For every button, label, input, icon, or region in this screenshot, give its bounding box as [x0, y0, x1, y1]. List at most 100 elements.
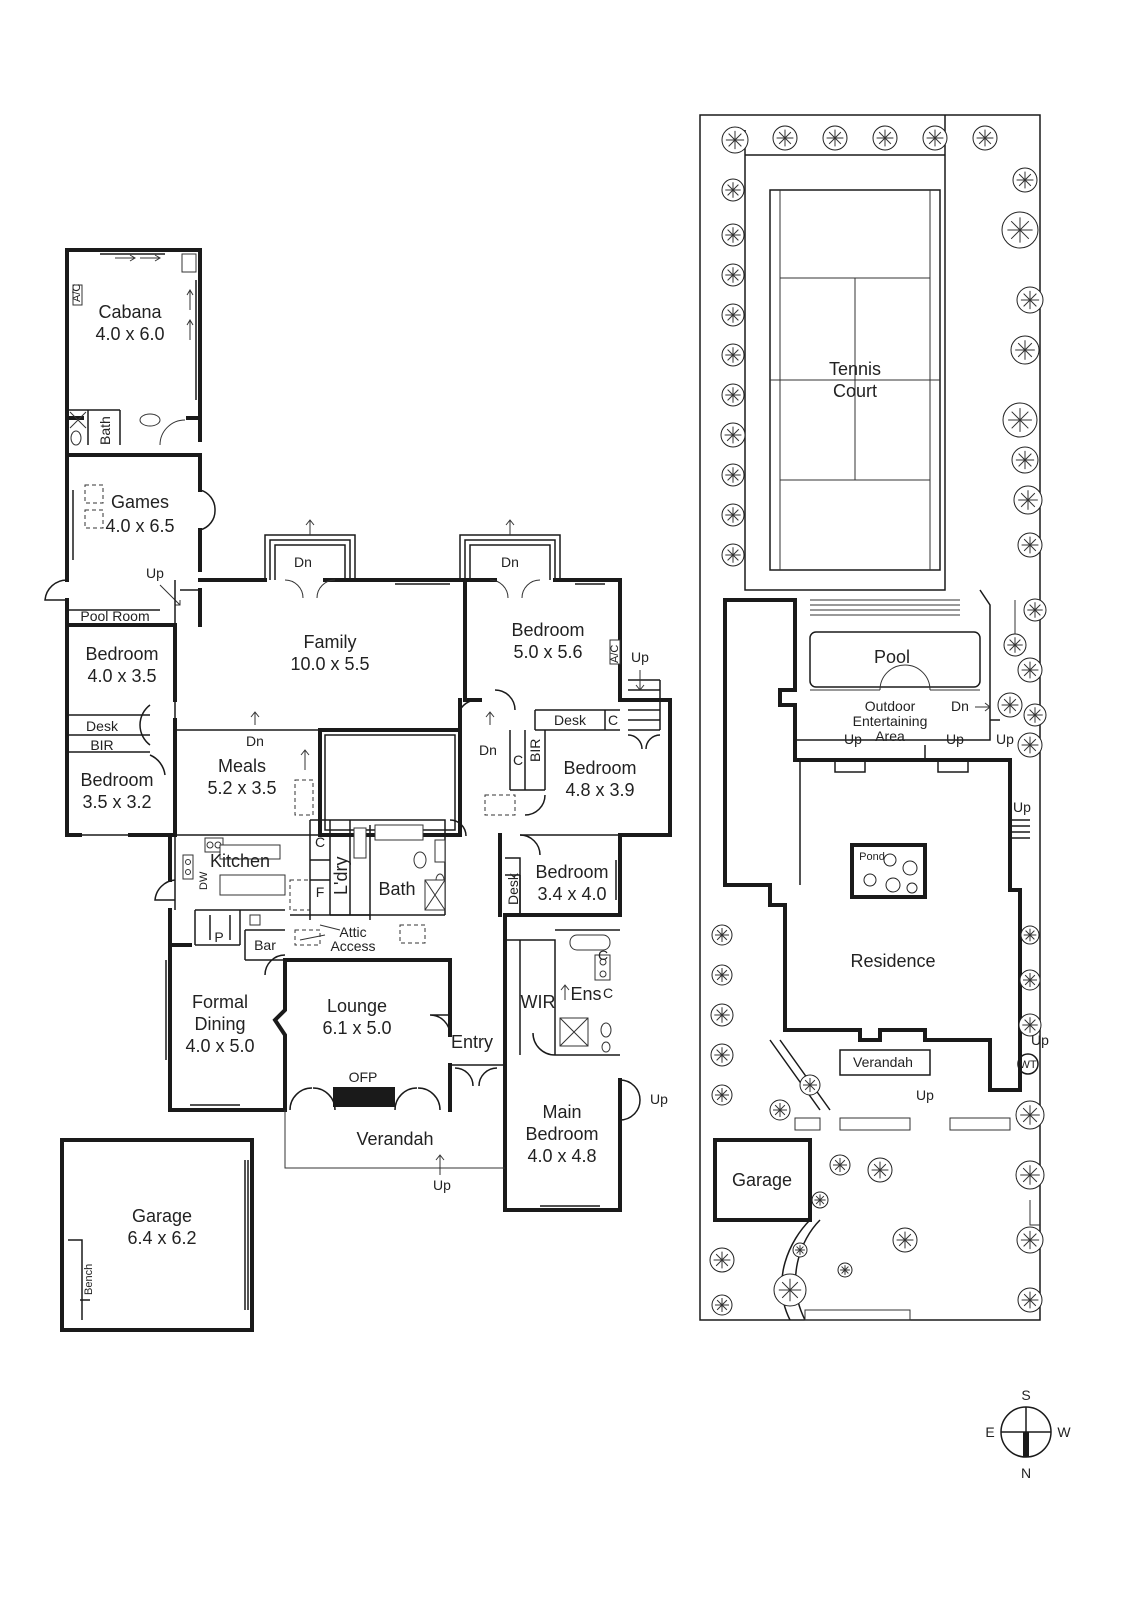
tennis-label-1: Tennis	[829, 359, 881, 379]
tree-detail	[1027, 707, 1043, 723]
main-suite: WIR C C Ens Main Bedroom 4.0 x 4.8 Up	[505, 929, 668, 1207]
tennis-label-2: Court	[833, 381, 877, 401]
tree-detail	[1022, 1017, 1038, 1033]
cabana-bath: Bath	[67, 409, 186, 446]
tree-detail	[1001, 696, 1019, 714]
garage-name: Garage	[132, 1206, 192, 1226]
tree-detail	[773, 1103, 787, 1117]
tree-detail	[976, 129, 994, 147]
main-bed-up: Up	[650, 1091, 668, 1107]
site-up-se: Up	[1031, 1032, 1049, 1048]
tree-detail	[713, 1251, 731, 1269]
tree-detail	[1008, 408, 1032, 432]
detached-garage: Garage 6.4 x 6.2 Bench	[60, 1138, 254, 1332]
tree-detail	[725, 547, 741, 563]
ens-label: Ens	[570, 984, 601, 1004]
bed-e2-name: Bedroom	[535, 862, 608, 882]
tree-detail	[714, 1047, 730, 1063]
tree-detail	[1016, 171, 1034, 189]
tree-detail	[1021, 536, 1039, 554]
bed-e2-dims: 3.4 x 4.0	[537, 884, 606, 904]
open-fireplace	[333, 1087, 395, 1107]
tree-detail	[725, 182, 741, 198]
compass-e: E	[985, 1424, 994, 1440]
laundry-cupboard: C	[315, 834, 325, 850]
entry-verandah: Entry Verandah Up	[284, 1032, 505, 1193]
pool: Pool Outdoor Entertaining Area Dn Up Up …	[809, 631, 1014, 773]
laundry-bath: C F L'dry Bath Attic Access	[290, 819, 467, 954]
bedroom-e2: Desk Bedroom 3.4 x 4.0	[505, 834, 621, 915]
compass-w: W	[1057, 1424, 1071, 1440]
lounge-name: Lounge	[327, 996, 387, 1016]
tree-detail	[725, 227, 741, 243]
bay-windows: Dn Dn	[264, 519, 605, 599]
tree-detail	[1007, 637, 1023, 653]
pond: Pond	[850, 843, 927, 899]
tree-detail	[871, 1161, 889, 1179]
tree-detail	[725, 467, 741, 483]
bedroom-bay-dn: Dn	[501, 554, 519, 570]
bed-nw-name: Bedroom	[85, 644, 158, 664]
family-room: Family 10.0 x 5.5 Dn	[175, 632, 370, 749]
site-trees	[709, 125, 1047, 1316]
meals-kitchen: Meals 5.2 x 3.5 Kitchen DW P Bar	[154, 749, 320, 961]
tree-detail	[776, 129, 794, 147]
outdoor-label-3: Area	[875, 728, 905, 744]
cabana-dims: 4.0 x 6.0	[95, 324, 164, 344]
tree-detail	[1021, 736, 1039, 754]
attic-label-1: Attic	[339, 924, 366, 940]
tree-detail	[1021, 1291, 1039, 1309]
bed-e1-name: Bedroom	[563, 758, 636, 778]
bed-ne-name: Bedroom	[511, 620, 584, 640]
tree-detail	[803, 1078, 817, 1092]
tree-detail	[725, 267, 741, 283]
kitchen-label: Kitchen	[210, 851, 270, 871]
family-dn: Dn	[246, 733, 264, 749]
formal-dining-name2: Dining	[194, 1014, 245, 1034]
tree-detail	[715, 928, 729, 942]
family-dims: 10.0 x 5.5	[290, 654, 369, 674]
wir-label: WIR	[521, 992, 556, 1012]
outdoor-up-2: Up	[946, 731, 964, 747]
entry-label: Entry	[451, 1032, 493, 1052]
tree-detail	[1023, 973, 1037, 987]
bedroom-ne: Bedroom 5.0 x 5.6 A/C Desk C Dn	[459, 620, 621, 758]
bed-e1-bir: BIR	[527, 739, 543, 762]
tree-detail	[725, 507, 741, 523]
tree-detail	[1023, 928, 1037, 942]
outdoor-up-3: Up	[996, 731, 1014, 747]
main-bed-dims: 4.0 x 4.8	[527, 1146, 596, 1166]
tree-detail	[1021, 661, 1039, 679]
bed-nw-dims: 4.0 x 3.5	[87, 666, 156, 686]
water-tank-label: WT	[1019, 1059, 1036, 1071]
ofp-label: OFP	[349, 1069, 378, 1085]
tree-detail	[1027, 602, 1043, 618]
bath-label: Bath	[378, 879, 415, 899]
bed-ne-cupboard: C	[608, 712, 618, 728]
games-dims: 4.0 x 6.5	[105, 516, 174, 536]
ens-cupboard-1: C	[598, 947, 608, 963]
tree-detail	[778, 1278, 802, 1302]
tree-detail	[1007, 217, 1033, 243]
cabana-ac-label: A/C	[71, 284, 83, 302]
east-stairs: Up	[627, 649, 661, 750]
tree-detail	[714, 1007, 730, 1023]
cabana-bath-label: Bath	[97, 416, 113, 445]
family-bay-dn: Dn	[294, 554, 312, 570]
verandah-label: Verandah	[356, 1129, 433, 1149]
tree-detail	[715, 1298, 729, 1312]
pool-label: Pool	[874, 647, 910, 667]
tree-detail	[840, 1265, 850, 1275]
tree-detail	[725, 307, 741, 323]
meals-dims: 5.2 x 3.5	[207, 778, 276, 798]
ens-cupboard-2: C	[603, 985, 613, 1001]
bar-label: Bar	[254, 937, 276, 953]
tree-detail	[1018, 490, 1038, 510]
outdoor-label-1: Outdoor	[865, 698, 916, 714]
pool-room-label: Pool Room	[80, 608, 149, 624]
bed-ne-desk: Desk	[554, 712, 587, 728]
tree-detail	[1015, 340, 1035, 360]
hall-dn: Dn	[479, 742, 497, 758]
